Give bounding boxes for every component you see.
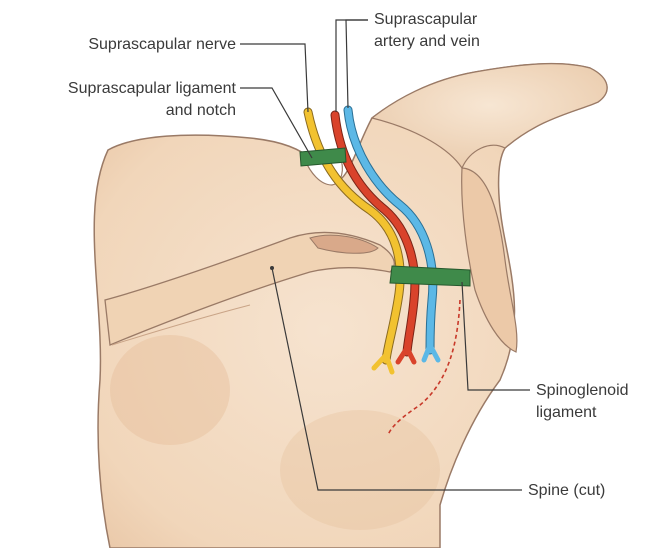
leader-suprascapular-vessels-a bbox=[336, 20, 368, 112]
label-spinoglenoid-line1: Spinoglenoid bbox=[536, 382, 629, 399]
body-shadow bbox=[110, 335, 230, 445]
body-shadow-2 bbox=[280, 410, 440, 530]
label-spinoglenoid-line2: ligament bbox=[536, 404, 597, 421]
leader-suprascapular-vessels-b bbox=[346, 20, 368, 108]
label-suprascapular-ligament-line1: Suprascapular ligament bbox=[68, 80, 237, 97]
leader-suprascapular-nerve bbox=[240, 44, 308, 112]
label-suprascapular-ligament-line2: and notch bbox=[166, 102, 236, 119]
label-suprascapular-vessels-line2: artery and vein bbox=[374, 33, 480, 50]
spinoglenoid-ligament bbox=[390, 266, 470, 286]
label-suprascapular-nerve: Suprascapular nerve bbox=[88, 36, 236, 53]
label-spine-cut: Spine (cut) bbox=[528, 482, 605, 499]
label-suprascapular-vessels-line1: Suprascapular bbox=[374, 11, 478, 28]
